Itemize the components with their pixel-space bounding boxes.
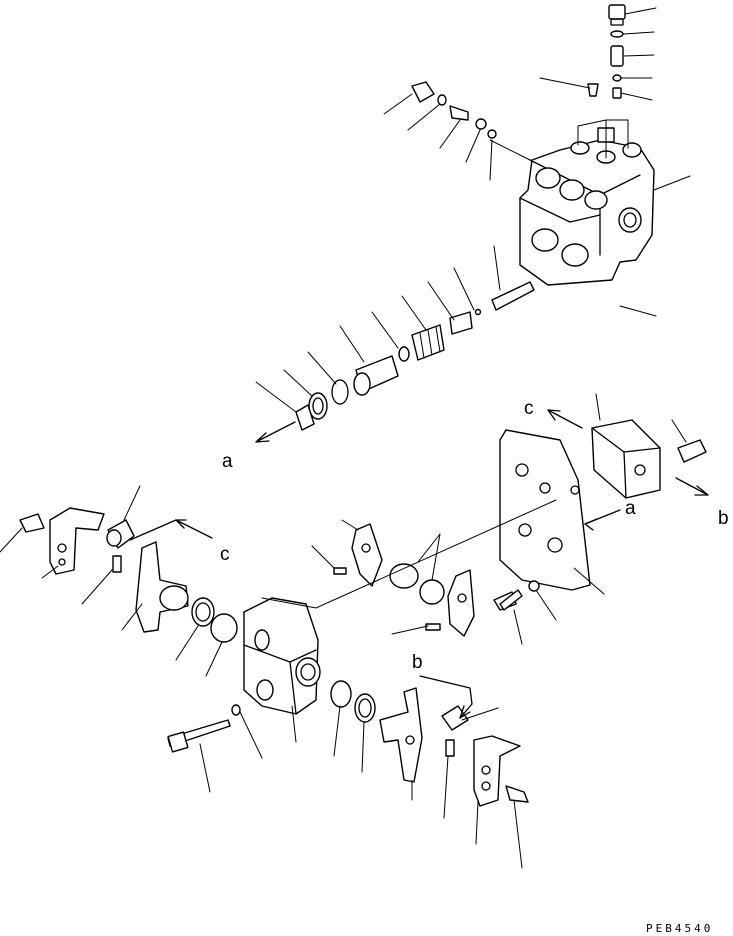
left-c-arrow: c xyxy=(129,519,230,565)
callout-c-upper: c xyxy=(524,398,534,419)
callout-a-right: a xyxy=(625,498,636,519)
drawing-code: PEB4540 xyxy=(646,922,713,935)
cover-plate-assembly xyxy=(499,419,707,591)
callout-c-left: c xyxy=(220,544,230,565)
callout-b-right: b xyxy=(718,508,729,529)
lower-left-lever-assembly xyxy=(19,507,238,643)
bolts xyxy=(167,589,523,753)
upper-left-plug-stack xyxy=(411,81,497,139)
top-plug-stack xyxy=(587,4,626,99)
lower-b-arrow: b xyxy=(412,652,473,719)
upper-valve-body xyxy=(519,119,655,286)
leader-lines xyxy=(0,7,691,869)
callout-b-lower: b xyxy=(412,652,423,673)
upper-arrows: a xyxy=(222,421,296,472)
right-arrows: c b a xyxy=(524,398,729,531)
spool-spring-assembly xyxy=(295,281,535,431)
lower-right-parts xyxy=(330,680,529,807)
lower-center-levers xyxy=(333,523,540,637)
callout-a-upper: a xyxy=(222,451,233,472)
central-housing xyxy=(243,597,321,715)
